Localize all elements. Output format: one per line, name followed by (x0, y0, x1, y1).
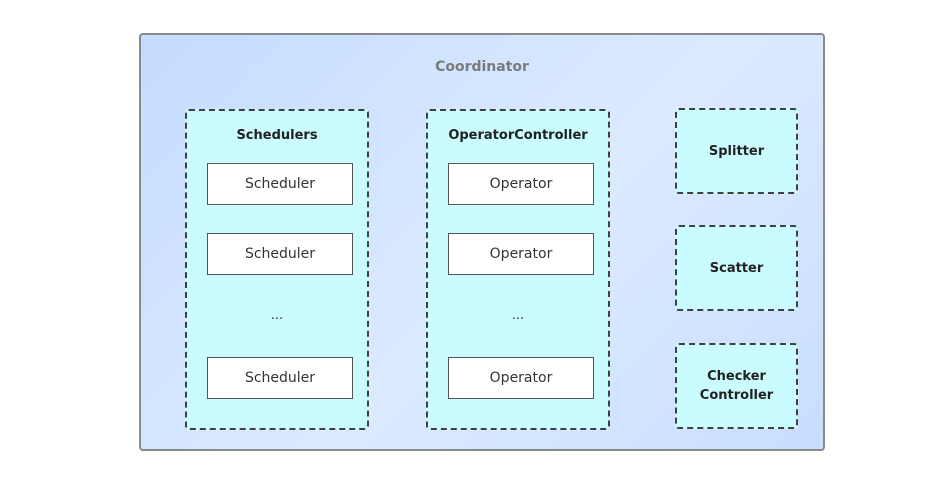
operator-controller-title: OperatorController (448, 128, 588, 143)
scheduler-box: Scheduler (207, 233, 353, 275)
operator-box: Operator (448, 357, 594, 399)
schedulers-group: Schedulers Scheduler Scheduler ... Sched… (185, 109, 369, 430)
scatter-label: Scatter (709, 260, 764, 276)
checker-controller-label: Checker Controller (699, 369, 774, 403)
schedulers-title: Schedulers (236, 128, 318, 143)
operator-controller-group: OperatorController Operator Operator ...… (426, 109, 610, 430)
splitter-box: Splitter (675, 108, 798, 194)
operator-box: Operator (448, 233, 594, 275)
coordinator-title: Coordinator (435, 59, 529, 75)
scheduler-box: Scheduler (207, 163, 353, 205)
scatter-box: Scatter (675, 225, 798, 311)
checker-controller-box: Checker Controller (675, 343, 798, 429)
scheduler-box: Scheduler (207, 357, 353, 399)
operator-box: Operator (448, 163, 594, 205)
operator-controller-ellipsis: ... (511, 308, 525, 323)
schedulers-ellipsis: ... (270, 308, 284, 323)
splitter-label: Splitter (708, 143, 765, 159)
coordinator-container: Coordinator Schedulers Scheduler Schedul… (139, 33, 825, 451)
